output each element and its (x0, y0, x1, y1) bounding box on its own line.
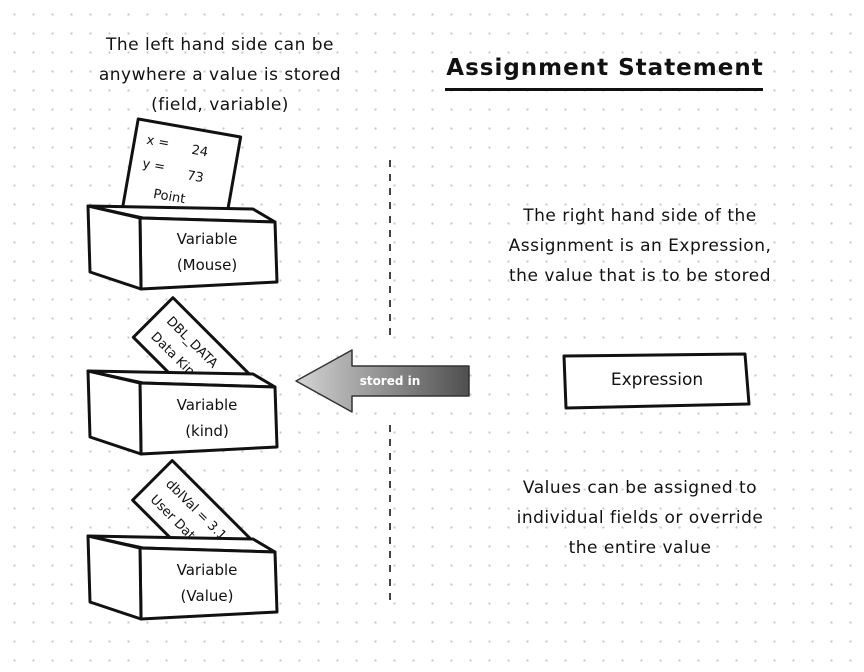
box-label-name: (kind) (185, 422, 229, 440)
box-front (138, 381, 279, 456)
diagram-title: Assignment Statement (446, 55, 764, 81)
assignment-note-line-3: the entire value (568, 538, 712, 558)
box-side (86, 204, 143, 291)
card-type-name: Point (152, 187, 186, 207)
variable-box-value: dblVal = 3.14 User Data Variable (Value) (86, 459, 279, 621)
assignment-note-line-2: individual fields or override (516, 508, 764, 528)
box-side (86, 534, 143, 621)
right-note-line-2: Assignment is an Expression, (508, 236, 772, 256)
right-hand-side-note: The right hand side of the Assignment is… (480, 201, 800, 291)
arrow-label: stored in (360, 374, 421, 388)
box-label-kind: Variable (177, 396, 238, 414)
title-underline (445, 88, 763, 91)
assignment-note-line-1: Values can be assigned to (522, 478, 758, 498)
box-front (138, 216, 279, 291)
box-side (86, 369, 143, 456)
box-front (138, 546, 279, 621)
point-card: x = 24 y = 73 Point (120, 117, 243, 230)
right-note-line-3: the value that is to be stored (509, 266, 771, 286)
variable-box-mouse: x = 24 y = 73 Point Variable (Mouse) (86, 117, 279, 291)
left-hand-side-note: The left hand side can be anywhere a val… (70, 30, 370, 120)
left-note-line-2: anywhere a value is stored (98, 65, 342, 85)
card-y-value: 73 (186, 168, 205, 186)
card-x-label: x = (145, 133, 170, 152)
card-y-label: y = (141, 157, 166, 176)
left-note-line-3: (field, variable) (151, 95, 289, 115)
user-data-card: dblVal = 3.14 User Data (131, 459, 273, 545)
box-label-kind: Variable (177, 561, 238, 579)
assignment-note: Values can be assigned to individual fie… (480, 473, 800, 563)
right-note-line-1: The right hand side of the (523, 206, 757, 226)
variable-box-kind: DBL_DATA Data Kind Variable (kind) (86, 296, 279, 456)
card-x-value: 24 (190, 143, 209, 161)
expression-label: Expression (611, 370, 703, 390)
left-note-line-1: The left hand side can be (105, 35, 335, 55)
expression-box: Expression (562, 352, 751, 410)
box-label-name: (Mouse) (177, 256, 237, 274)
box-label-name: (Value) (181, 587, 234, 605)
stored-in-arrow: stored in (295, 349, 470, 413)
box-label-kind: Variable (177, 230, 238, 248)
